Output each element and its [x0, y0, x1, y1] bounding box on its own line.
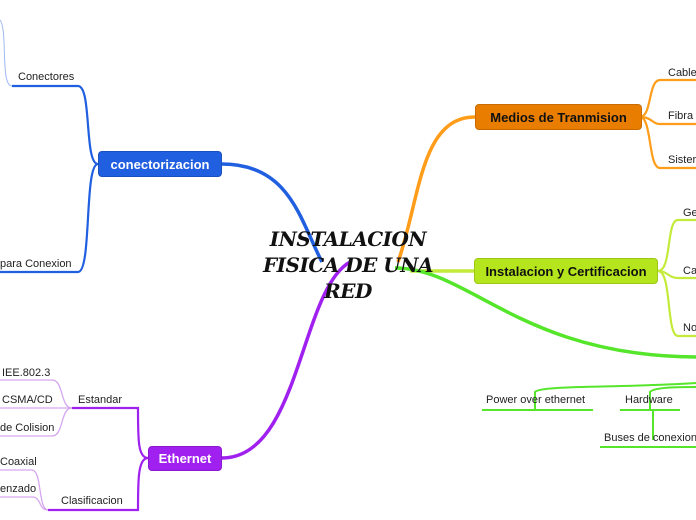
instalacion-child-2[interactable]: Ca: [683, 265, 696, 277]
medios-node[interactable]: Medios de Tranmision: [475, 104, 642, 130]
estandar-child-iee8023[interactable]: IEE.802.3: [2, 367, 51, 379]
conectorizacion-connectors: [0, 19, 324, 274]
medios-child-fibra[interactable]: Fibra: [668, 110, 694, 122]
ethernet-sub-connectors-strong: [48, 407, 138, 511]
ethernet-clasificacion[interactable]: Clasificacion: [61, 495, 123, 507]
central-topic[interactable]: INSTALACION FISICA DE UNA RED: [240, 226, 456, 304]
estandar-child-csmacd[interactable]: CSMA/CD: [2, 394, 53, 406]
conectorizacion-child-conectores[interactable]: Conectores: [18, 71, 75, 83]
clasificacion-child-trenzado[interactable]: enzado: [0, 483, 37, 495]
green-child-power-over-ethernet[interactable]: Power over ethernet: [486, 394, 586, 406]
estandar-child-colision[interactable]: de Colision: [0, 422, 55, 434]
green-child-hardware[interactable]: Hardware: [625, 394, 673, 406]
central-topic-line-3: RED: [324, 279, 372, 303]
clasificacion-child-coaxial[interactable]: Coaxial: [0, 456, 37, 468]
green-child-buses-de-conexion[interactable]: Buses de conexion: [604, 432, 696, 444]
medios-child-sistemas[interactable]: Sister: [668, 154, 696, 166]
conectorizacion-child-para-conexion[interactable]: para Conexion: [0, 258, 72, 270]
medios-connectors: [396, 78, 696, 263]
green-connectors: [394, 266, 696, 448]
central-topic-line-1: INSTALACION: [269, 227, 427, 251]
ethernet-sub-connectors: [0, 379, 73, 511]
instalacion-child-3[interactable]: No: [683, 322, 696, 334]
ethernet-node[interactable]: Ethernet: [148, 446, 222, 471]
instalacion-child-1[interactable]: Ge: [683, 207, 696, 219]
medios-child-cable[interactable]: Cable: [668, 67, 696, 79]
central-topic-line-2: FISICA DE UNA: [262, 253, 434, 277]
conectorizacion-node[interactable]: conectorizacion: [98, 151, 222, 177]
ethernet-estandar[interactable]: Estandar: [78, 394, 123, 406]
instalacion-node[interactable]: Instalacion y Certificacion: [474, 258, 658, 284]
